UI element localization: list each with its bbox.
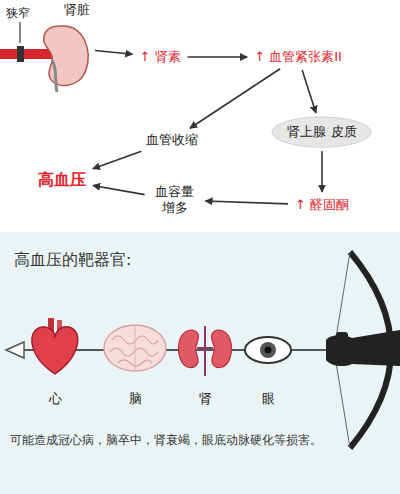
node-text: 高血压 xyxy=(38,170,86,190)
organ-label: 脑 xyxy=(129,390,142,408)
heart-icon xyxy=(32,318,78,374)
leader-line xyxy=(19,22,20,43)
flow-arrow xyxy=(321,151,323,192)
node-text: ↑ 醛固酮 xyxy=(295,197,349,213)
gland-ellipse: 肾上腺 皮质 xyxy=(271,116,372,148)
kidneys-icon xyxy=(179,326,232,376)
stenosis-label: 狭窄 xyxy=(6,5,30,22)
node-text: 肾上腺 皮质 xyxy=(287,124,356,140)
node-text: ↑ 肾素 xyxy=(139,49,180,65)
arrow-tip xyxy=(6,342,24,358)
renal-artery xyxy=(0,49,52,59)
flow-arrow xyxy=(93,151,142,169)
kidney-shape xyxy=(28,22,92,92)
node-text: 血容量 增多 xyxy=(152,184,199,217)
eye-icon xyxy=(245,337,291,363)
organ-label: 眼 xyxy=(262,390,275,408)
flow-arrow xyxy=(205,201,288,204)
kidney-node: 肾脏 xyxy=(28,2,92,92)
stenosis-band xyxy=(17,46,24,62)
node-text: 肾脏 xyxy=(28,2,90,18)
panel-heading: 高血压的靶器官: xyxy=(14,250,131,271)
caption-note: 可能造成冠心病，脑卒中，肾衰竭，眼底动脉硬化等损害。 xyxy=(10,432,392,449)
hormone-box: ↑ 血管紧张素II xyxy=(250,47,346,67)
result-box: 高血压 xyxy=(34,168,90,192)
hormone-box: ↑ 醛固酮 xyxy=(291,195,353,215)
organ-label: 肾 xyxy=(199,390,212,408)
flow-arrow xyxy=(188,56,248,58)
effect-box: 血管收缩 xyxy=(142,130,202,150)
effect-box: 血容量 增多 xyxy=(148,182,203,219)
flow-arrow xyxy=(190,69,280,128)
organ-label: 心 xyxy=(49,390,62,408)
hormone-box: ↑ 肾素 xyxy=(135,47,184,67)
flow-arrow xyxy=(302,70,316,113)
flow-arrow xyxy=(95,50,133,54)
node-text: 血管收缩 xyxy=(146,132,198,148)
brain-icon xyxy=(104,325,166,371)
node-text: ↑ 血管紧张素II xyxy=(254,49,342,65)
flow-arrow xyxy=(93,185,145,194)
bow-and-hand xyxy=(326,252,400,448)
